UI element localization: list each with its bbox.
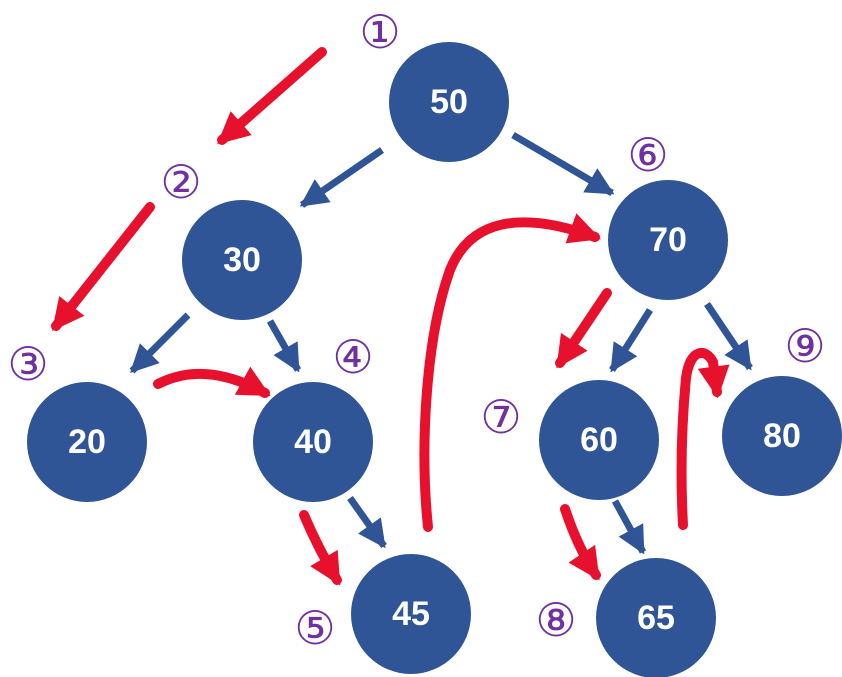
tree-node: 50 bbox=[389, 42, 509, 162]
order-label: ① bbox=[359, 5, 400, 59]
tree-node: 80 bbox=[722, 376, 842, 496]
node-label: 70 bbox=[649, 221, 687, 259]
node-label: 60 bbox=[580, 421, 618, 459]
order-label: ⑤ bbox=[294, 601, 335, 655]
traversal-arrow-2-3 bbox=[51, 202, 155, 332]
tree-node: 30 bbox=[182, 200, 302, 320]
node-label: 45 bbox=[392, 595, 430, 633]
traversal-arrow-1-2 bbox=[217, 47, 327, 145]
traversal-arrow-8-9 bbox=[676, 348, 730, 530]
tree-nodes: 50 30 70 20 40 45 bbox=[27, 42, 842, 677]
edge-70-60 bbox=[609, 308, 653, 373]
edge-30-40 bbox=[266, 319, 302, 373]
edge-30-20 bbox=[129, 312, 191, 374]
node-label: 20 bbox=[68, 423, 106, 461]
order-label: ⑧ bbox=[535, 593, 576, 647]
edge-60-65 bbox=[611, 499, 647, 555]
edge-50-70 bbox=[511, 131, 615, 197]
order-label: ⑨ bbox=[784, 319, 825, 373]
edge-70-80 bbox=[704, 302, 753, 371]
traversal-path bbox=[51, 47, 730, 586]
tree-node: 20 bbox=[27, 382, 147, 502]
tree-node: 40 bbox=[253, 382, 373, 502]
order-label: ④ bbox=[332, 330, 373, 384]
order-label: ⑦ bbox=[480, 390, 521, 444]
traversal-arrow-7-8 bbox=[560, 504, 601, 581]
traversal-arrow-4-5 bbox=[299, 510, 342, 586]
tree-node: 65 bbox=[596, 558, 716, 677]
traversal-arrow-3-4 bbox=[153, 366, 271, 398]
tree-edges bbox=[129, 131, 753, 555]
traversal-arrow-5-6 bbox=[419, 213, 602, 532]
order-label: ② bbox=[160, 155, 201, 209]
tree-node: 70 bbox=[608, 180, 728, 300]
node-label: 30 bbox=[223, 241, 261, 279]
order-labels: ① ② ③ ④ ⑤ ⑥ ⑦ ⑧ ⑨ bbox=[7, 5, 825, 655]
node-label: 80 bbox=[763, 417, 801, 455]
node-label: 50 bbox=[430, 83, 468, 121]
tree-node: 60 bbox=[539, 380, 659, 500]
node-label: 65 bbox=[637, 599, 675, 637]
traversal-arrow-6-7 bbox=[555, 288, 612, 369]
edge-40-45 bbox=[347, 495, 387, 549]
tree-node: 45 bbox=[351, 554, 471, 674]
order-label: ③ bbox=[7, 337, 48, 391]
node-label: 40 bbox=[294, 423, 332, 461]
order-label: ⑥ bbox=[627, 128, 668, 182]
edge-50-30 bbox=[299, 147, 384, 208]
